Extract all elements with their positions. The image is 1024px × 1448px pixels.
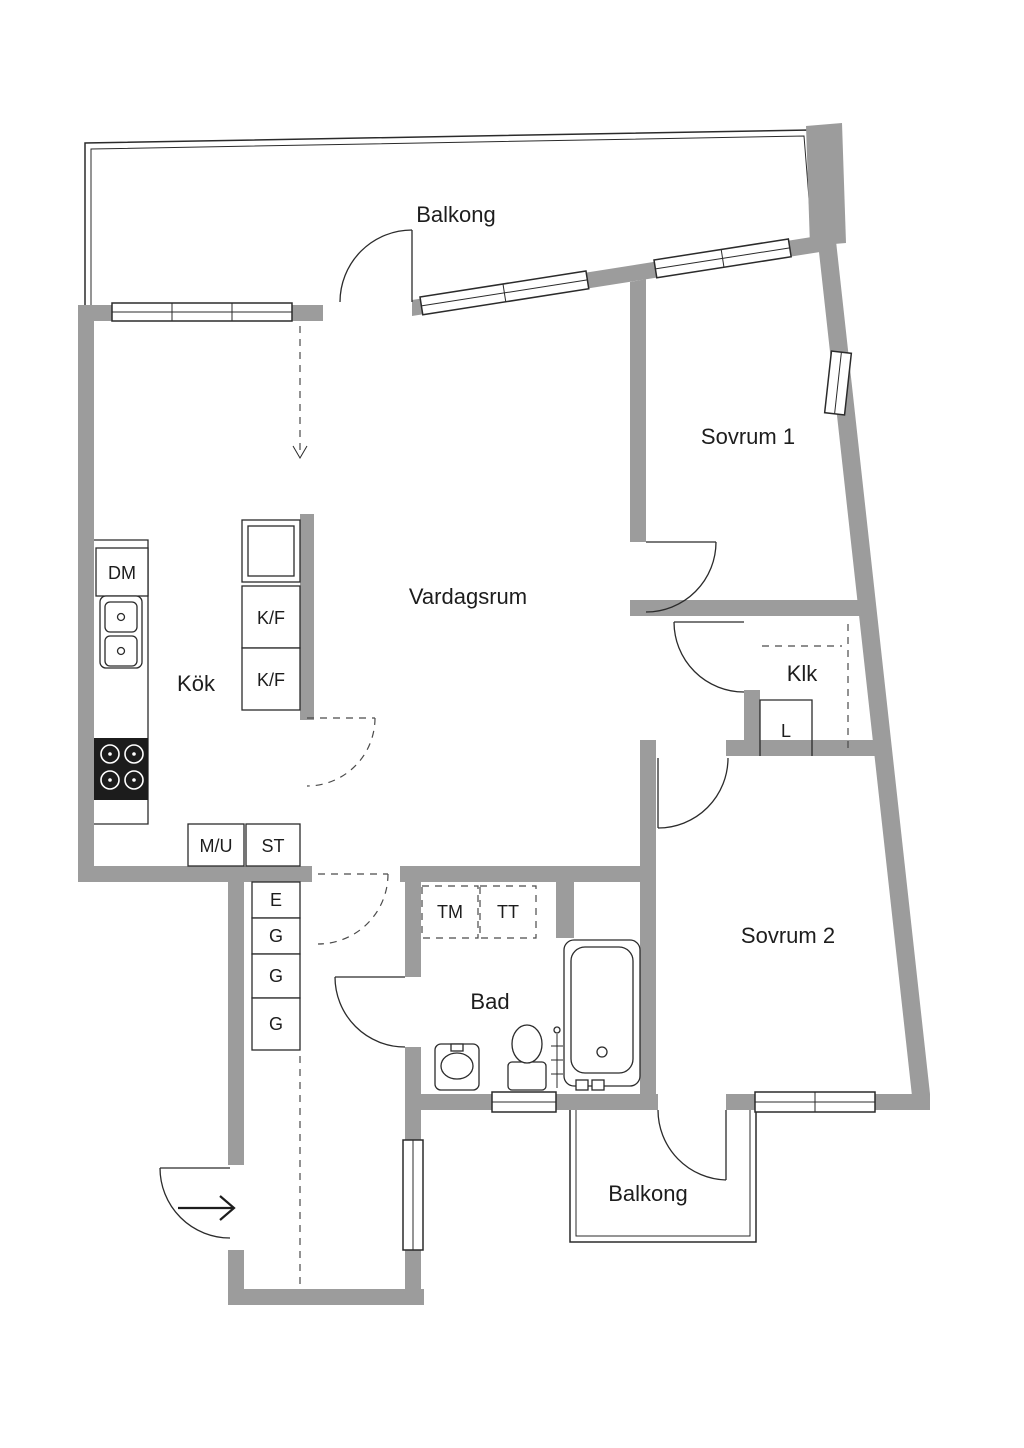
door-entrance: [159, 1167, 231, 1239]
fridge-freezer-box-2: [241, 647, 301, 711]
label-bedroom2: Sovrum 2: [741, 923, 835, 948]
bathtub-icon: [563, 939, 641, 1091]
label-bedroom1: Sovrum 1: [701, 424, 795, 449]
door-klk: [673, 621, 745, 693]
wall-bath-top: [400, 866, 656, 882]
label-fridge-freezer-1: K/F: [257, 608, 285, 628]
wall-bedroom1-left: [630, 279, 646, 542]
kitchen-counter: [94, 539, 149, 825]
wall-bedroom2-top: [726, 740, 876, 756]
window-hall-right: [402, 1139, 424, 1251]
kitchen-sink-icon: [99, 595, 143, 669]
label-balcony-bottom: Balkong: [608, 1181, 688, 1206]
label-fridge-freezer-2: K/F: [257, 670, 285, 690]
dryer-box: [479, 885, 537, 939]
wall-left-exterior: [78, 305, 94, 882]
washing-machine-box: [421, 885, 479, 939]
wall-bath-left-lower: [405, 1047, 421, 1094]
railing-inner-line: [575, 1110, 751, 1237]
dashed-klk-rail: [762, 624, 849, 748]
stove-icon: [94, 738, 148, 800]
wall-bath-left-upper: [405, 882, 421, 977]
label-washing-machine: TM: [437, 902, 463, 922]
window-living-slanted: [419, 270, 590, 316]
wall-hall-bottom: [228, 1289, 424, 1305]
label-dryer: TT: [497, 902, 519, 922]
window-bedroom1-slanted: [653, 238, 793, 279]
label-balcony-top: Balkong: [416, 202, 496, 227]
wall-right-exterior: [818, 241, 930, 1096]
towel-radiator-icon: [551, 1026, 563, 1088]
wall-bedroom1-bottom: [630, 600, 860, 616]
label-wardrobe-g1: G: [269, 926, 283, 946]
window-bath-bottom: [491, 1091, 557, 1113]
wall-bedroom2-left: [640, 756, 656, 1110]
wardrobe-box-g2: [251, 953, 301, 999]
dashed-door-kitchen: [306, 717, 376, 787]
door-bedroom1: [645, 541, 717, 613]
wall-kitchen-right-stub: [300, 514, 314, 720]
label-kitchen: Kök: [177, 671, 216, 696]
label-wardrobe-g2: G: [269, 966, 283, 986]
label-wardrobe-e: E: [270, 890, 282, 910]
wall-klk-left: [744, 690, 760, 756]
label-cleaning-closet: ST: [261, 836, 284, 856]
wall-hall-left-upper: [228, 882, 244, 1165]
railing-outline: [569, 1109, 757, 1243]
bath-sink-icon: [434, 1043, 480, 1091]
window-bedroom1-right: [823, 350, 853, 416]
window-kitchen-top: [111, 302, 293, 322]
wall-shaft: [556, 882, 574, 938]
entry-arrow-icon: [178, 1195, 236, 1221]
balcony-bottom-railing: [569, 1109, 757, 1243]
wardrobe-box-g3: [251, 997, 301, 1051]
micro-oven-box: [187, 823, 245, 867]
door-balcony-bottom: [657, 1109, 727, 1181]
wall-top-right-corner: [806, 123, 846, 246]
linen-closet-box: [759, 699, 813, 756]
dashed-ceiling-line: [292, 326, 308, 459]
label-micro-oven: M/U: [200, 836, 233, 856]
label-dishwasher: DM: [108, 563, 136, 583]
label-living-room: Vardagsrum: [409, 584, 527, 609]
label-klk: Klk: [787, 661, 819, 686]
dashed-door-hall: [317, 873, 389, 945]
wall-kitchen-bottom: [94, 866, 312, 882]
label-bathroom: Bad: [470, 989, 509, 1014]
window-bedroom2-bottom: [754, 1091, 876, 1113]
label-linen-closet: L: [781, 721, 791, 741]
door-bedroom2: [657, 757, 729, 829]
label-wardrobe-g3: G: [269, 1014, 283, 1034]
door-bath: [334, 976, 406, 1048]
door-balcony-top: [339, 229, 413, 303]
kitchen-upper-cabinet: [241, 519, 301, 583]
toilet-icon: [507, 1024, 547, 1091]
cleaning-closet-box: [245, 823, 301, 867]
wardrobe-box-g1: [251, 917, 301, 955]
wall-bedroom2-top-stub: [640, 740, 656, 756]
